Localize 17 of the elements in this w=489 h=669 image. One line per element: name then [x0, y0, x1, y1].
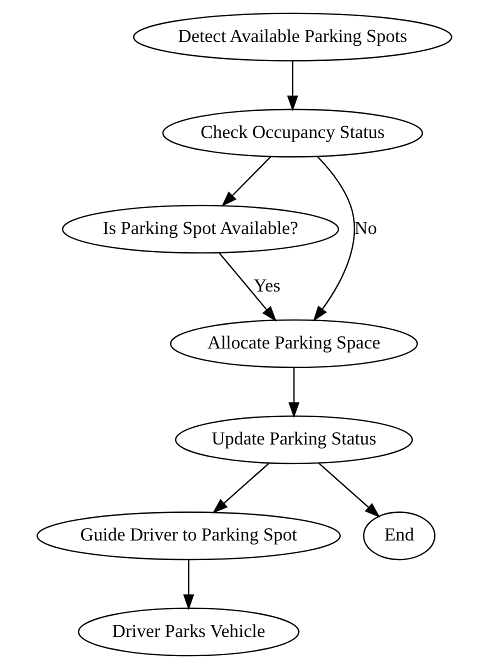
node-ellipse: Driver Parks Vehicle	[78, 608, 300, 656]
arrow	[218, 252, 277, 322]
arrow	[212, 462, 270, 514]
node-ellipse: Detect Available Parking Spots	[133, 12, 452, 62]
arrow	[288, 368, 300, 418]
edge-label: Yes	[254, 275, 280, 296]
node-ellipse: Update Parking Status	[175, 415, 413, 464]
arrow	[312, 156, 355, 322]
node-ellipse: Guide Driver to Parking Spot	[36, 512, 341, 560]
arrow	[318, 462, 380, 518]
node-ellipse: Allocate Parking Space	[170, 319, 418, 368]
node-ellipse: Check Occupancy Status	[162, 108, 424, 158]
arrow	[287, 61, 298, 112]
arrow	[221, 156, 272, 207]
node-ellipse: Is Parking Spot Available?	[62, 204, 340, 254]
node-ellipse: End	[363, 512, 436, 560]
arrow	[183, 560, 194, 610]
